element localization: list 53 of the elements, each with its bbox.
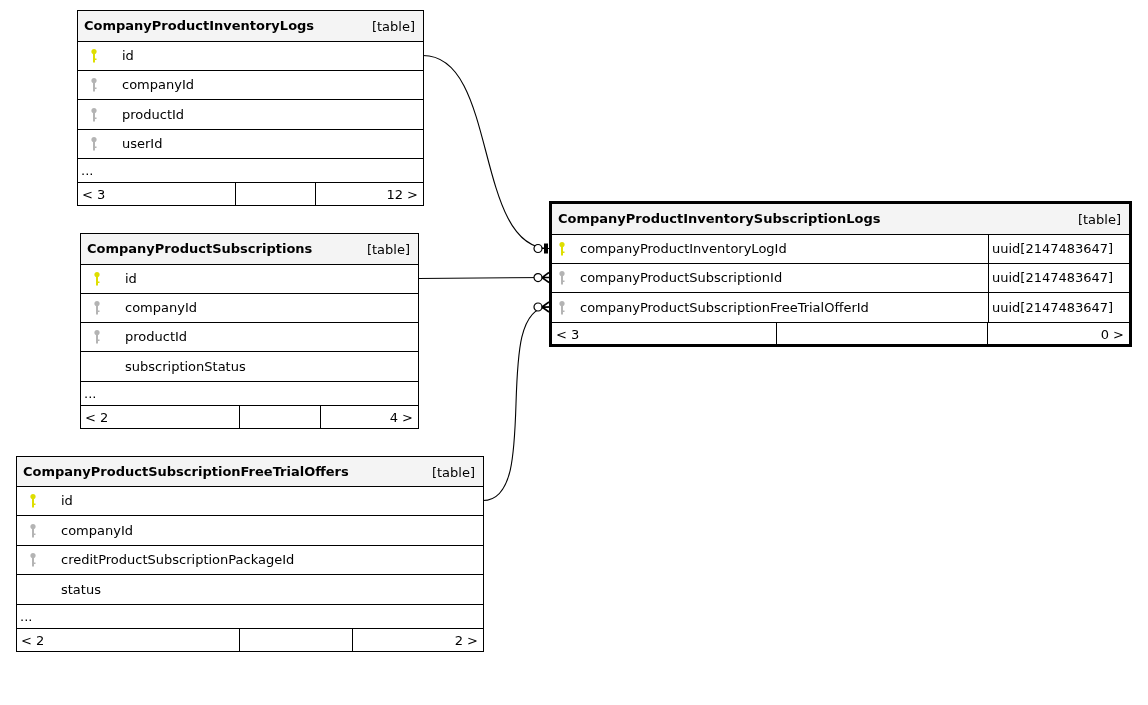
table-name: CompanyProductSubscriptions: [87, 241, 313, 256]
column-name: id: [122, 48, 134, 64]
table-footer-cell: [236, 182, 316, 206]
column-type: uuid[2147483647]: [992, 270, 1114, 286]
column-type: uuid[2147483647]: [992, 241, 1114, 257]
column-name: productId: [122, 106, 185, 123]
child-count: 2 >: [454, 632, 478, 649]
table-type-label: [table]: [431, 465, 475, 480]
database-table: [16, 456, 484, 652]
column-name: creditProductSubscriptionPackageId: [61, 552, 295, 568]
column-name: id: [125, 271, 137, 287]
column-type: uuid[2147483647]: [992, 299, 1114, 316]
relationship-connector: [422, 54, 550, 254]
table-footer-cell: [17, 628, 240, 652]
table-footer-cell: [240, 628, 353, 652]
table-row: [552, 292, 1129, 322]
column-name: companyProductInventoryLogId: [580, 241, 787, 257]
table-name: CompanyProductInventorySubscriptionLogs: [558, 211, 881, 226]
database-table: [77, 10, 424, 206]
more-columns-text: ...: [20, 608, 33, 625]
more-columns-text: ...: [81, 162, 94, 179]
parent-count: < 2: [85, 409, 109, 426]
column-name: companyProductSubscriptionId: [580, 270, 783, 286]
table-footer-cell: [552, 322, 777, 346]
column-name: companyId: [61, 522, 133, 539]
table-footer-cell: [81, 405, 240, 429]
table-type-label: [table]: [1077, 212, 1121, 227]
table-footer-cell: [78, 182, 236, 206]
column-name: id: [61, 493, 73, 509]
child-count: 0 >: [1100, 326, 1124, 343]
database-table: [80, 233, 419, 429]
child-count: 4 >: [389, 409, 413, 426]
table-type-label: [table]: [371, 19, 415, 34]
more-columns-text: ...: [84, 385, 97, 402]
table-type-label: [table]: [366, 242, 410, 257]
table-footer-cell: [777, 322, 988, 346]
table-row: [552, 263, 1129, 292]
child-count: 12 >: [386, 186, 418, 203]
column-name: userId: [122, 136, 163, 152]
parent-count: < 3: [556, 326, 580, 343]
relationship-connector: [417, 271, 550, 284]
column-name: companyId: [122, 77, 194, 93]
table-footer-cell: [240, 405, 321, 429]
column-name: companyId: [125, 300, 197, 316]
parent-count: < 3: [82, 186, 106, 203]
database-table: [549, 201, 1132, 347]
table-name: CompanyProductInventoryLogs: [84, 18, 315, 33]
column-name: status: [61, 581, 101, 598]
column-name: productId: [125, 329, 188, 345]
table-name: CompanyProductSubscriptionFreeTrialOffers: [23, 464, 349, 479]
column-name: subscriptionStatus: [125, 358, 246, 375]
column-name: companyProductSubscriptionFreeTrialOfferId: [580, 299, 869, 316]
parent-count: < 2: [21, 632, 45, 649]
